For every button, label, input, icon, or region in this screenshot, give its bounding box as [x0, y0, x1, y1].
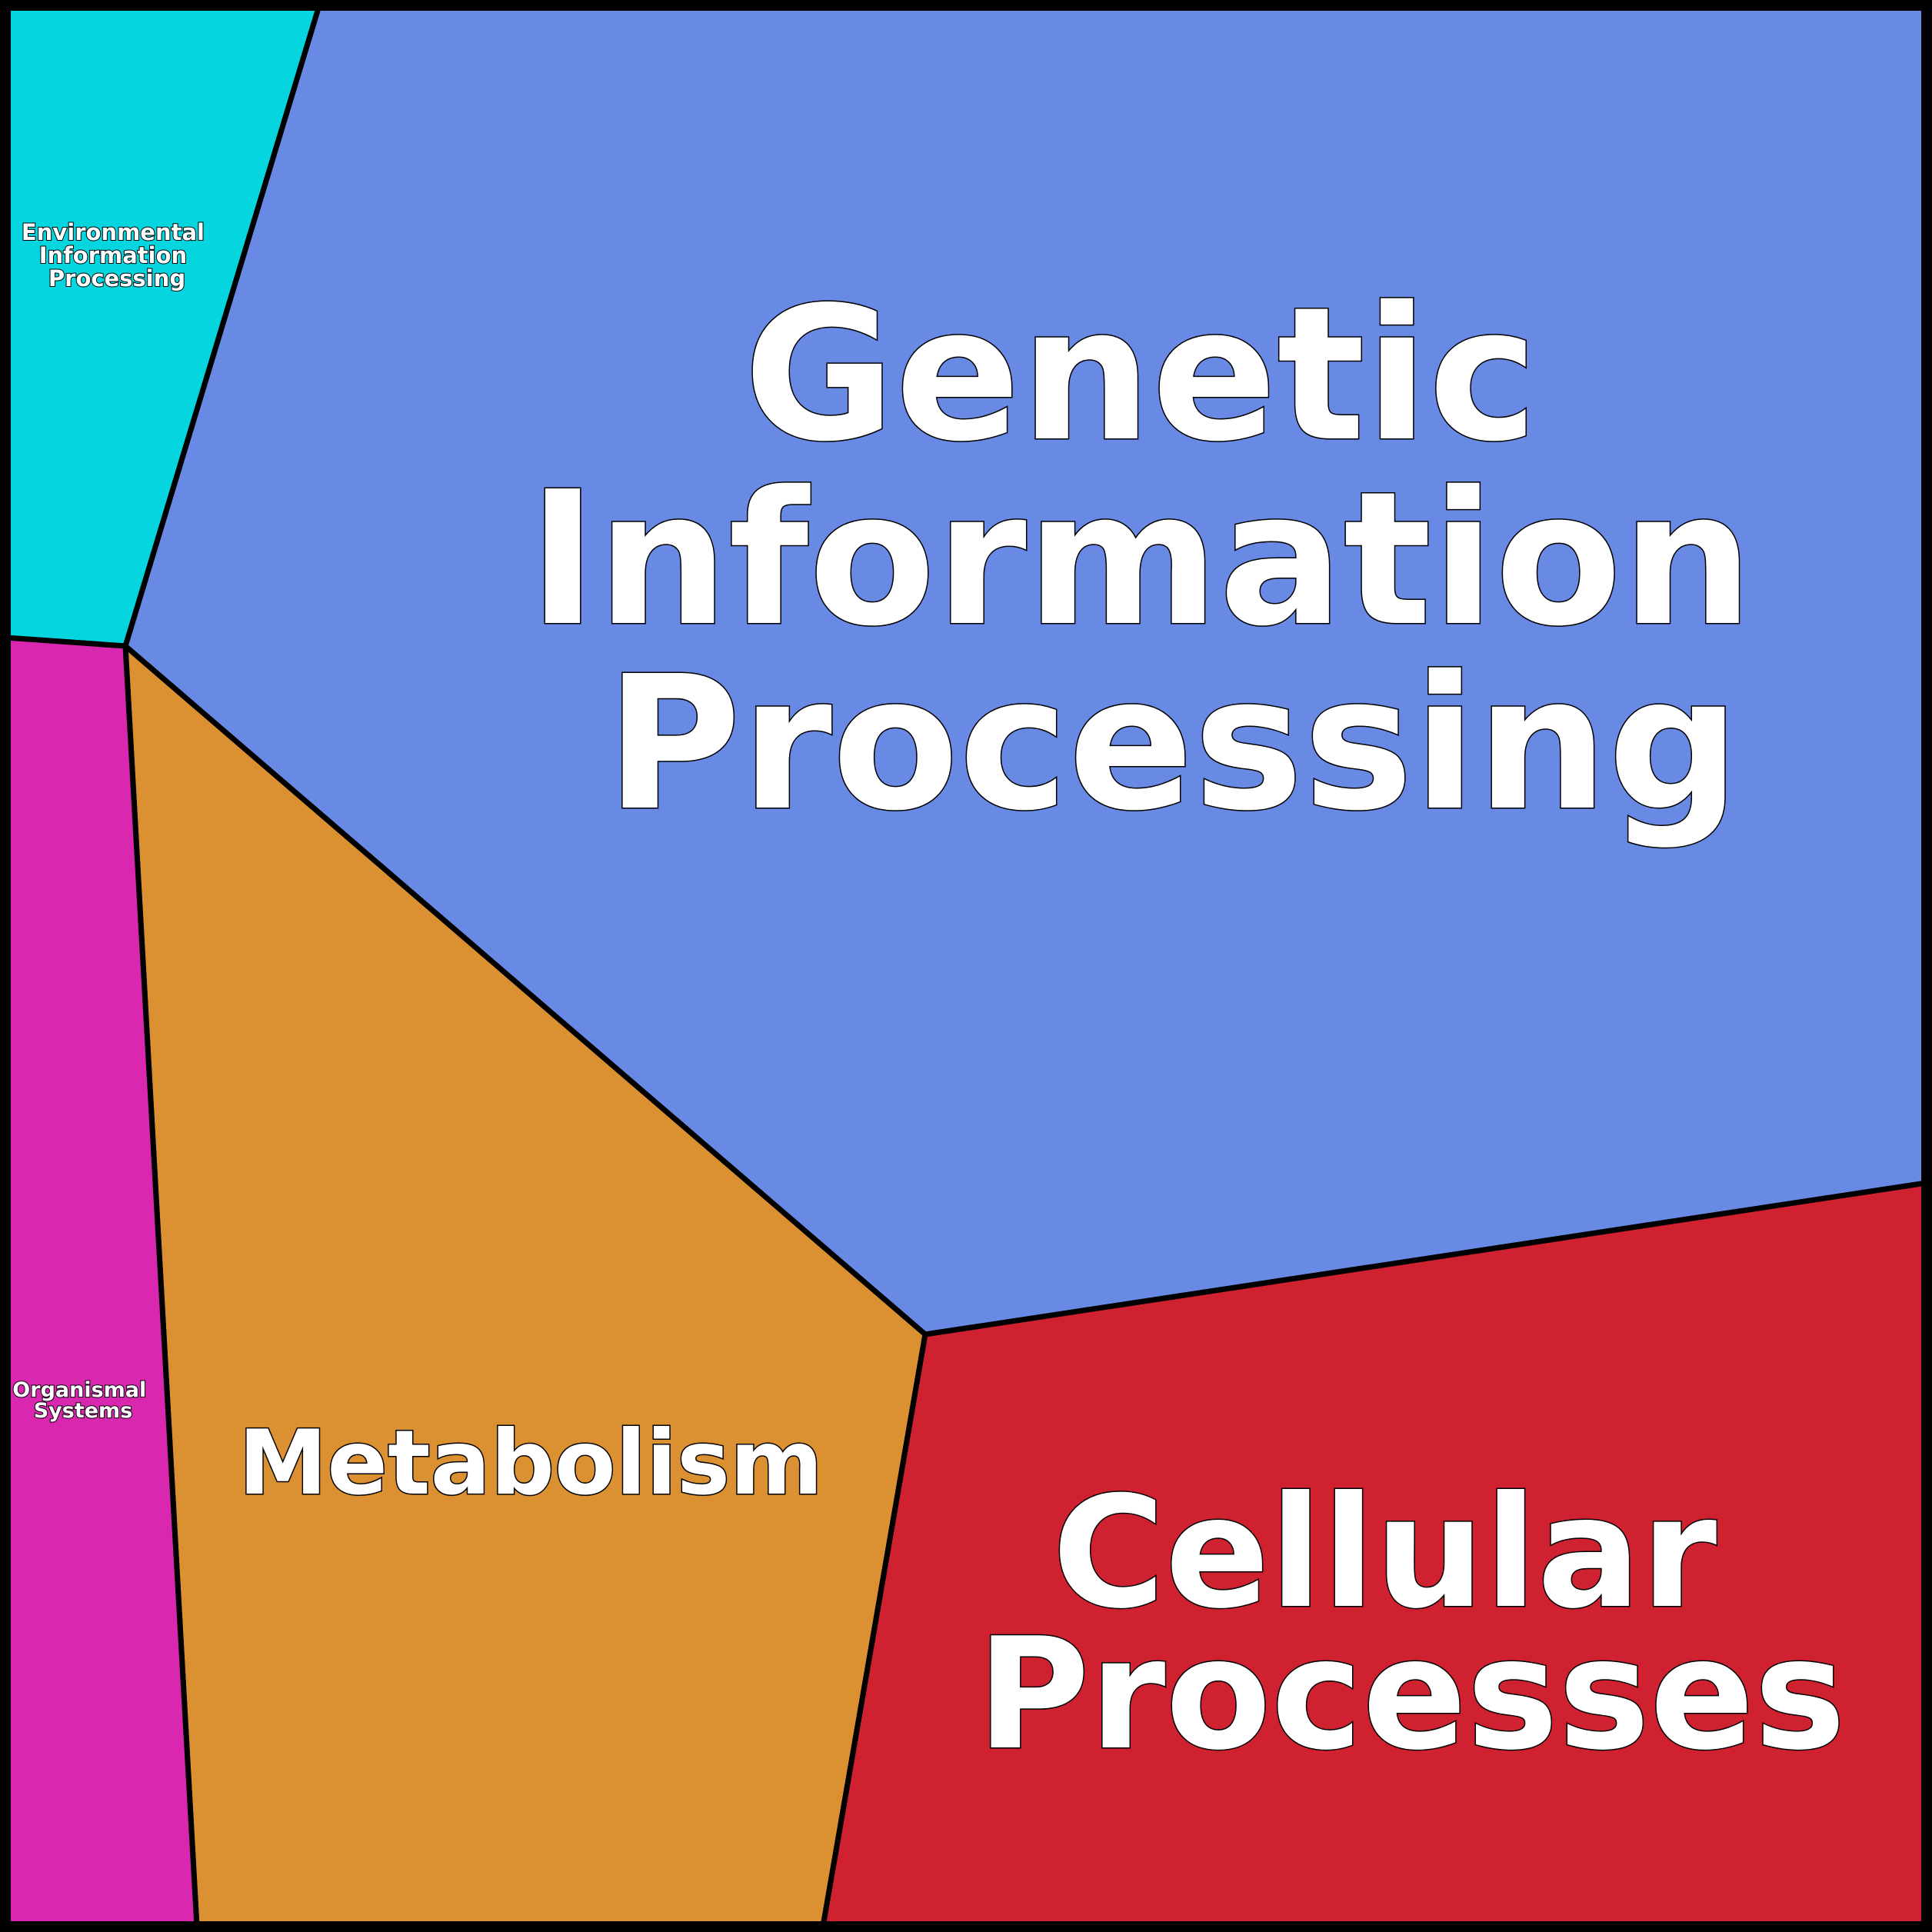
label-genetic-information-processing: Genetic Information Processing [528, 267, 1817, 851]
label-line: Information [39, 242, 187, 268]
label-line: Environmental [22, 219, 205, 245]
label-environmental-information-processing: Environmental Information Processing [22, 219, 212, 291]
label-line: Cellular [1052, 1464, 1717, 1643]
label-organismal-systems: Organismal Systems [12, 1378, 153, 1423]
label-line: Organismal [12, 1378, 146, 1402]
label-line: Processing [606, 636, 1740, 851]
label-line: Metabolism [238, 1411, 823, 1515]
label-cellular-processes: Cellular Processes [977, 1464, 1846, 1784]
label-line: Genetic [744, 267, 1538, 482]
label-line: Processing [48, 265, 185, 291]
label-line: Processes [977, 1605, 1846, 1784]
label-line: Systems [34, 1399, 133, 1423]
label-metabolism: Metabolism [238, 1411, 823, 1515]
label-line: Information [528, 451, 1754, 667]
